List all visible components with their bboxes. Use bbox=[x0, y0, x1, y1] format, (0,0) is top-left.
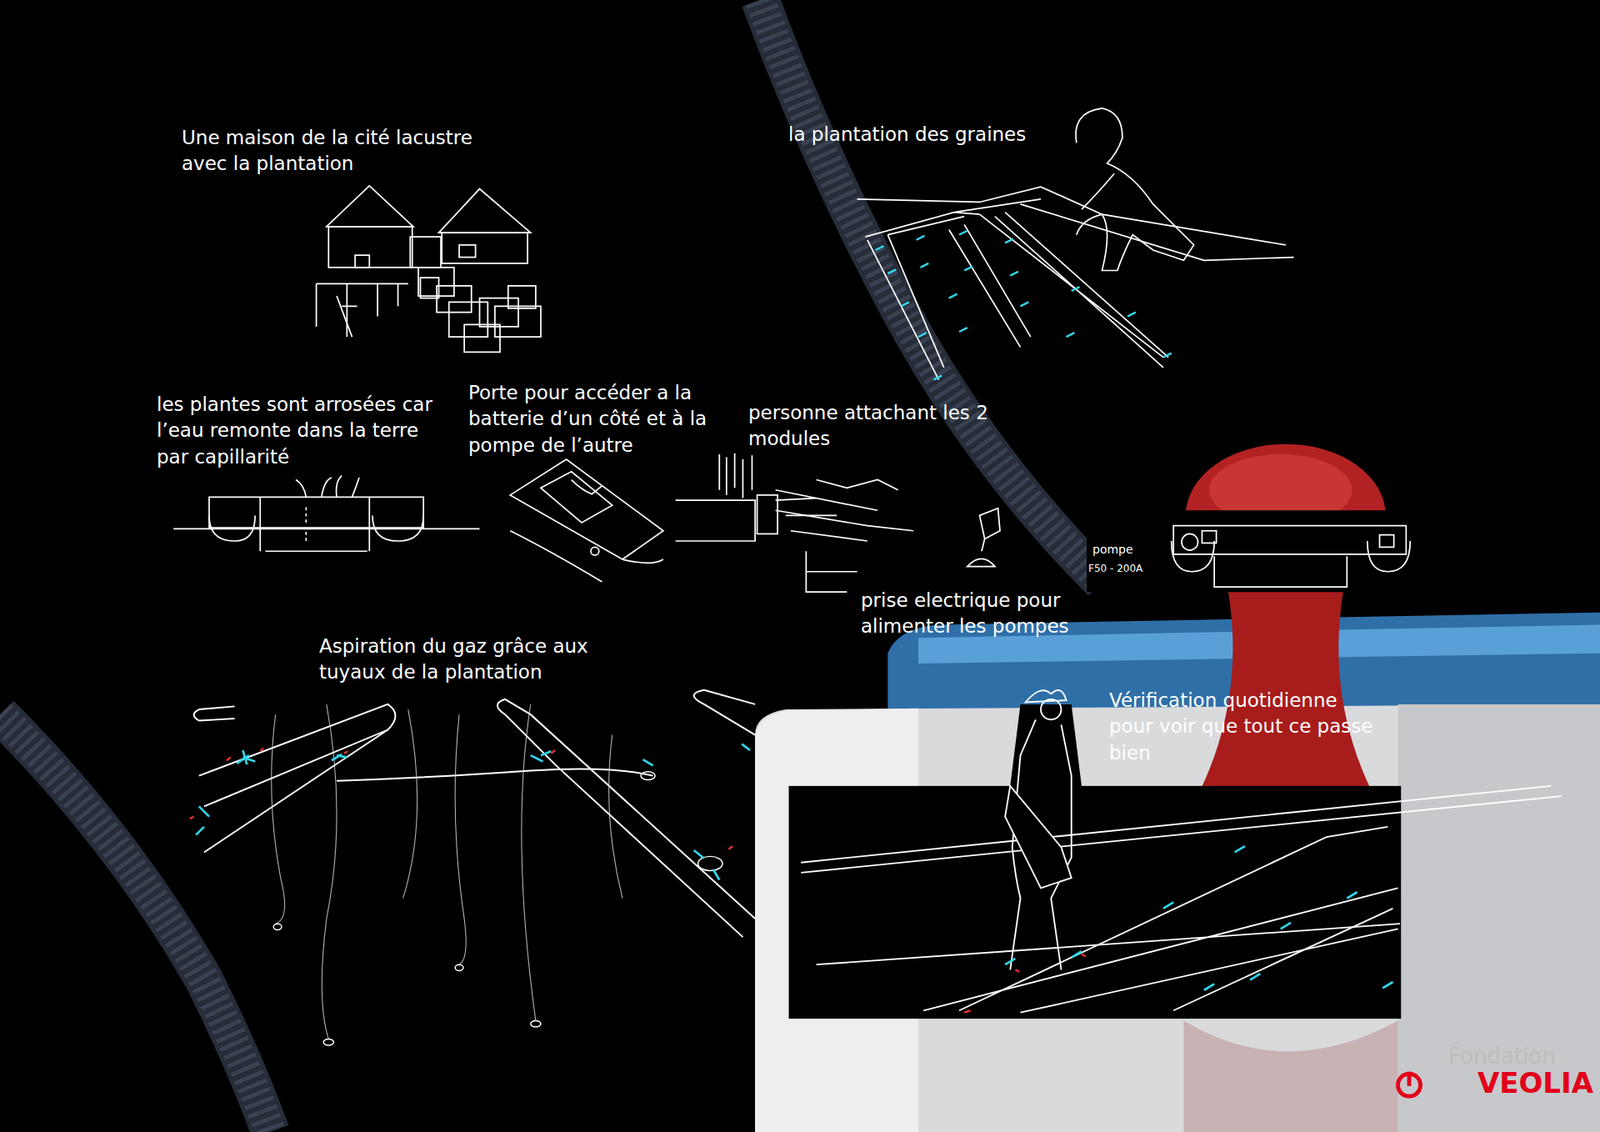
watermark: VEOLIA bbox=[1426, 1063, 1594, 1102]
verification-sketch bbox=[789, 690, 1562, 1019]
sketch-caption: les plantes sont arrosées car l’eau remo… bbox=[156, 391, 445, 470]
sketch-caption: Porte pour accéder a la batterie d’un cô… bbox=[468, 380, 727, 459]
part-label: pompe bbox=[1092, 541, 1151, 558]
sketch-caption: prise electrique pour alimenter les pomp… bbox=[860, 587, 1111, 640]
planting-sketch bbox=[857, 108, 1295, 380]
aspiration-sketch bbox=[190, 690, 755, 1045]
door-sketch bbox=[510, 459, 664, 582]
attaching-sketch bbox=[675, 453, 914, 593]
house-sketch bbox=[316, 185, 541, 353]
pump-sketch bbox=[1086, 510, 1414, 592]
veolia-logo-mark bbox=[1398, 1071, 1421, 1096]
sketch-caption: Vérification quotidienne pour voir que t… bbox=[1109, 687, 1376, 766]
sketch-caption: la plantation des graines bbox=[788, 121, 1122, 148]
capillarity-sketch bbox=[173, 475, 480, 552]
sketch-caption: Aspiration du gaz grâce aux tuyaux de la… bbox=[319, 633, 632, 686]
plug-icon bbox=[967, 508, 1000, 567]
sketch-caption: Une maison de la cité lacustre avec la p… bbox=[181, 125, 520, 178]
sketch-caption: personne attachant les 2 modules bbox=[748, 400, 1011, 453]
render-background bbox=[755, 444, 1600, 1132]
part-label: F50 - 200A bbox=[1088, 561, 1172, 575]
